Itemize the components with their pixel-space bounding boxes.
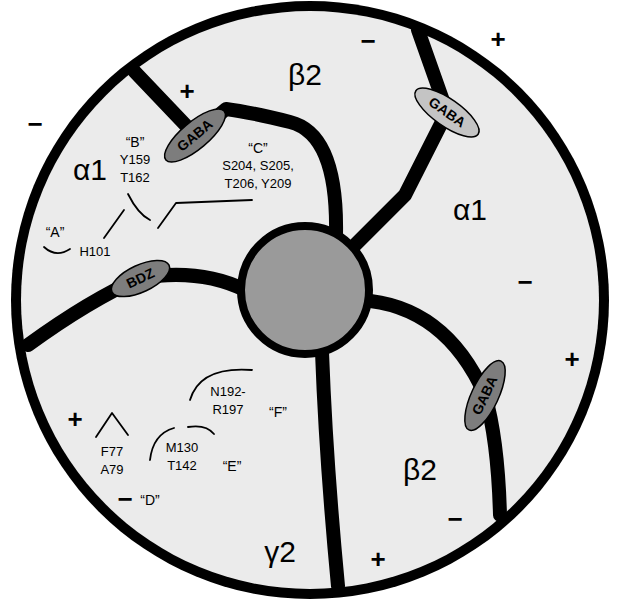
label-holder: + bbox=[370, 545, 385, 575]
charge-sign: + bbox=[370, 545, 385, 575]
label-holder: Y159 bbox=[120, 153, 150, 168]
loop-line bbox=[44, 247, 70, 253]
loop-line bbox=[96, 413, 128, 437]
label-holder: − bbox=[117, 485, 132, 515]
loop-line bbox=[158, 200, 252, 228]
charge-sign: − bbox=[447, 505, 462, 535]
loop-name: “F” bbox=[269, 404, 287, 420]
subunit-gap bbox=[135, 72, 336, 235]
loop-line bbox=[188, 426, 214, 434]
residue-label: Y159 bbox=[120, 153, 150, 168]
residue-label: T142 bbox=[167, 459, 197, 474]
label-holder: T162 bbox=[120, 171, 150, 186]
loop-name: “C” bbox=[248, 140, 267, 156]
loop-name: “A” bbox=[46, 224, 65, 240]
residue-label: M130 bbox=[166, 441, 199, 456]
subunit-label: α1 bbox=[70, 152, 111, 189]
loop-name: “E” bbox=[223, 458, 242, 474]
subunit-label: β2 bbox=[400, 452, 440, 489]
subunit-label: β2 bbox=[285, 57, 325, 94]
label-holder: + bbox=[179, 77, 194, 107]
label-holder: “E” bbox=[223, 458, 242, 474]
label-holder: F77 bbox=[101, 445, 123, 460]
label-holder: + bbox=[67, 405, 82, 435]
subunit-name: β2 bbox=[403, 453, 437, 488]
residue-label: A79 bbox=[100, 463, 123, 478]
residue-label: T162 bbox=[120, 171, 150, 186]
label-holder: “C” bbox=[248, 140, 267, 156]
subunit-label: α1 bbox=[450, 192, 491, 229]
label-holder: N192- bbox=[210, 385, 245, 400]
label-holder: − bbox=[360, 27, 375, 57]
label-holder: + bbox=[490, 25, 505, 55]
loop-name: “B” bbox=[126, 134, 145, 150]
label-holder: “D” bbox=[140, 492, 159, 508]
charge-sign: − bbox=[360, 27, 375, 57]
charge-sign: + bbox=[67, 405, 82, 435]
subunit-name: α1 bbox=[73, 153, 107, 188]
charge-sign: + bbox=[564, 345, 579, 375]
subunit-name: α1 bbox=[453, 193, 487, 228]
charge-sign: − bbox=[517, 268, 532, 298]
charge-sign: − bbox=[117, 485, 132, 515]
site-oval-outline bbox=[157, 100, 233, 170]
residue-label: F77 bbox=[101, 445, 123, 460]
charge-sign: + bbox=[179, 77, 194, 107]
loop-line bbox=[190, 370, 252, 400]
residue-label: T206, Y209 bbox=[225, 177, 292, 192]
residue-label: H101 bbox=[79, 245, 110, 260]
label-holder: “B” bbox=[126, 134, 145, 150]
label-holder: “F” bbox=[269, 404, 287, 420]
outer-ring bbox=[11, 1, 609, 599]
subunit-ground bbox=[21, 11, 599, 589]
subunit-name: β2 bbox=[288, 58, 322, 93]
label-holder: R197 bbox=[212, 403, 243, 418]
residue-label: S204, S205, bbox=[222, 159, 294, 174]
charge-sign: + bbox=[490, 25, 505, 55]
charge-sign: − bbox=[27, 110, 42, 140]
label-holder: S204, S205, bbox=[222, 159, 294, 174]
label-holder: “A” bbox=[46, 224, 65, 240]
label-holder: − bbox=[447, 505, 462, 535]
label-holder: − bbox=[27, 110, 42, 140]
residue-label: R197 bbox=[212, 403, 243, 418]
site-oval-outline bbox=[106, 252, 175, 303]
site-oval-outline bbox=[408, 79, 486, 145]
subunit-name: γ2 bbox=[264, 535, 296, 570]
label-holder: H101 bbox=[79, 245, 110, 260]
channel-pore bbox=[241, 226, 369, 354]
label-holder: + bbox=[564, 345, 579, 375]
loop-line bbox=[128, 194, 150, 220]
label-holder: A79 bbox=[100, 463, 123, 478]
label-holder: T206, Y209 bbox=[225, 177, 292, 192]
subunit-gap bbox=[355, 30, 447, 245]
loop-line bbox=[104, 210, 124, 238]
label-holder: T142 bbox=[167, 459, 197, 474]
site-oval-outline bbox=[457, 355, 514, 435]
residue-label: N192- bbox=[210, 385, 245, 400]
subunit-gap bbox=[322, 352, 338, 586]
label-holder: M130 bbox=[166, 441, 199, 456]
subunit-label: γ2 bbox=[261, 534, 299, 571]
loop-name: “D” bbox=[140, 492, 159, 508]
label-holder: − bbox=[517, 268, 532, 298]
